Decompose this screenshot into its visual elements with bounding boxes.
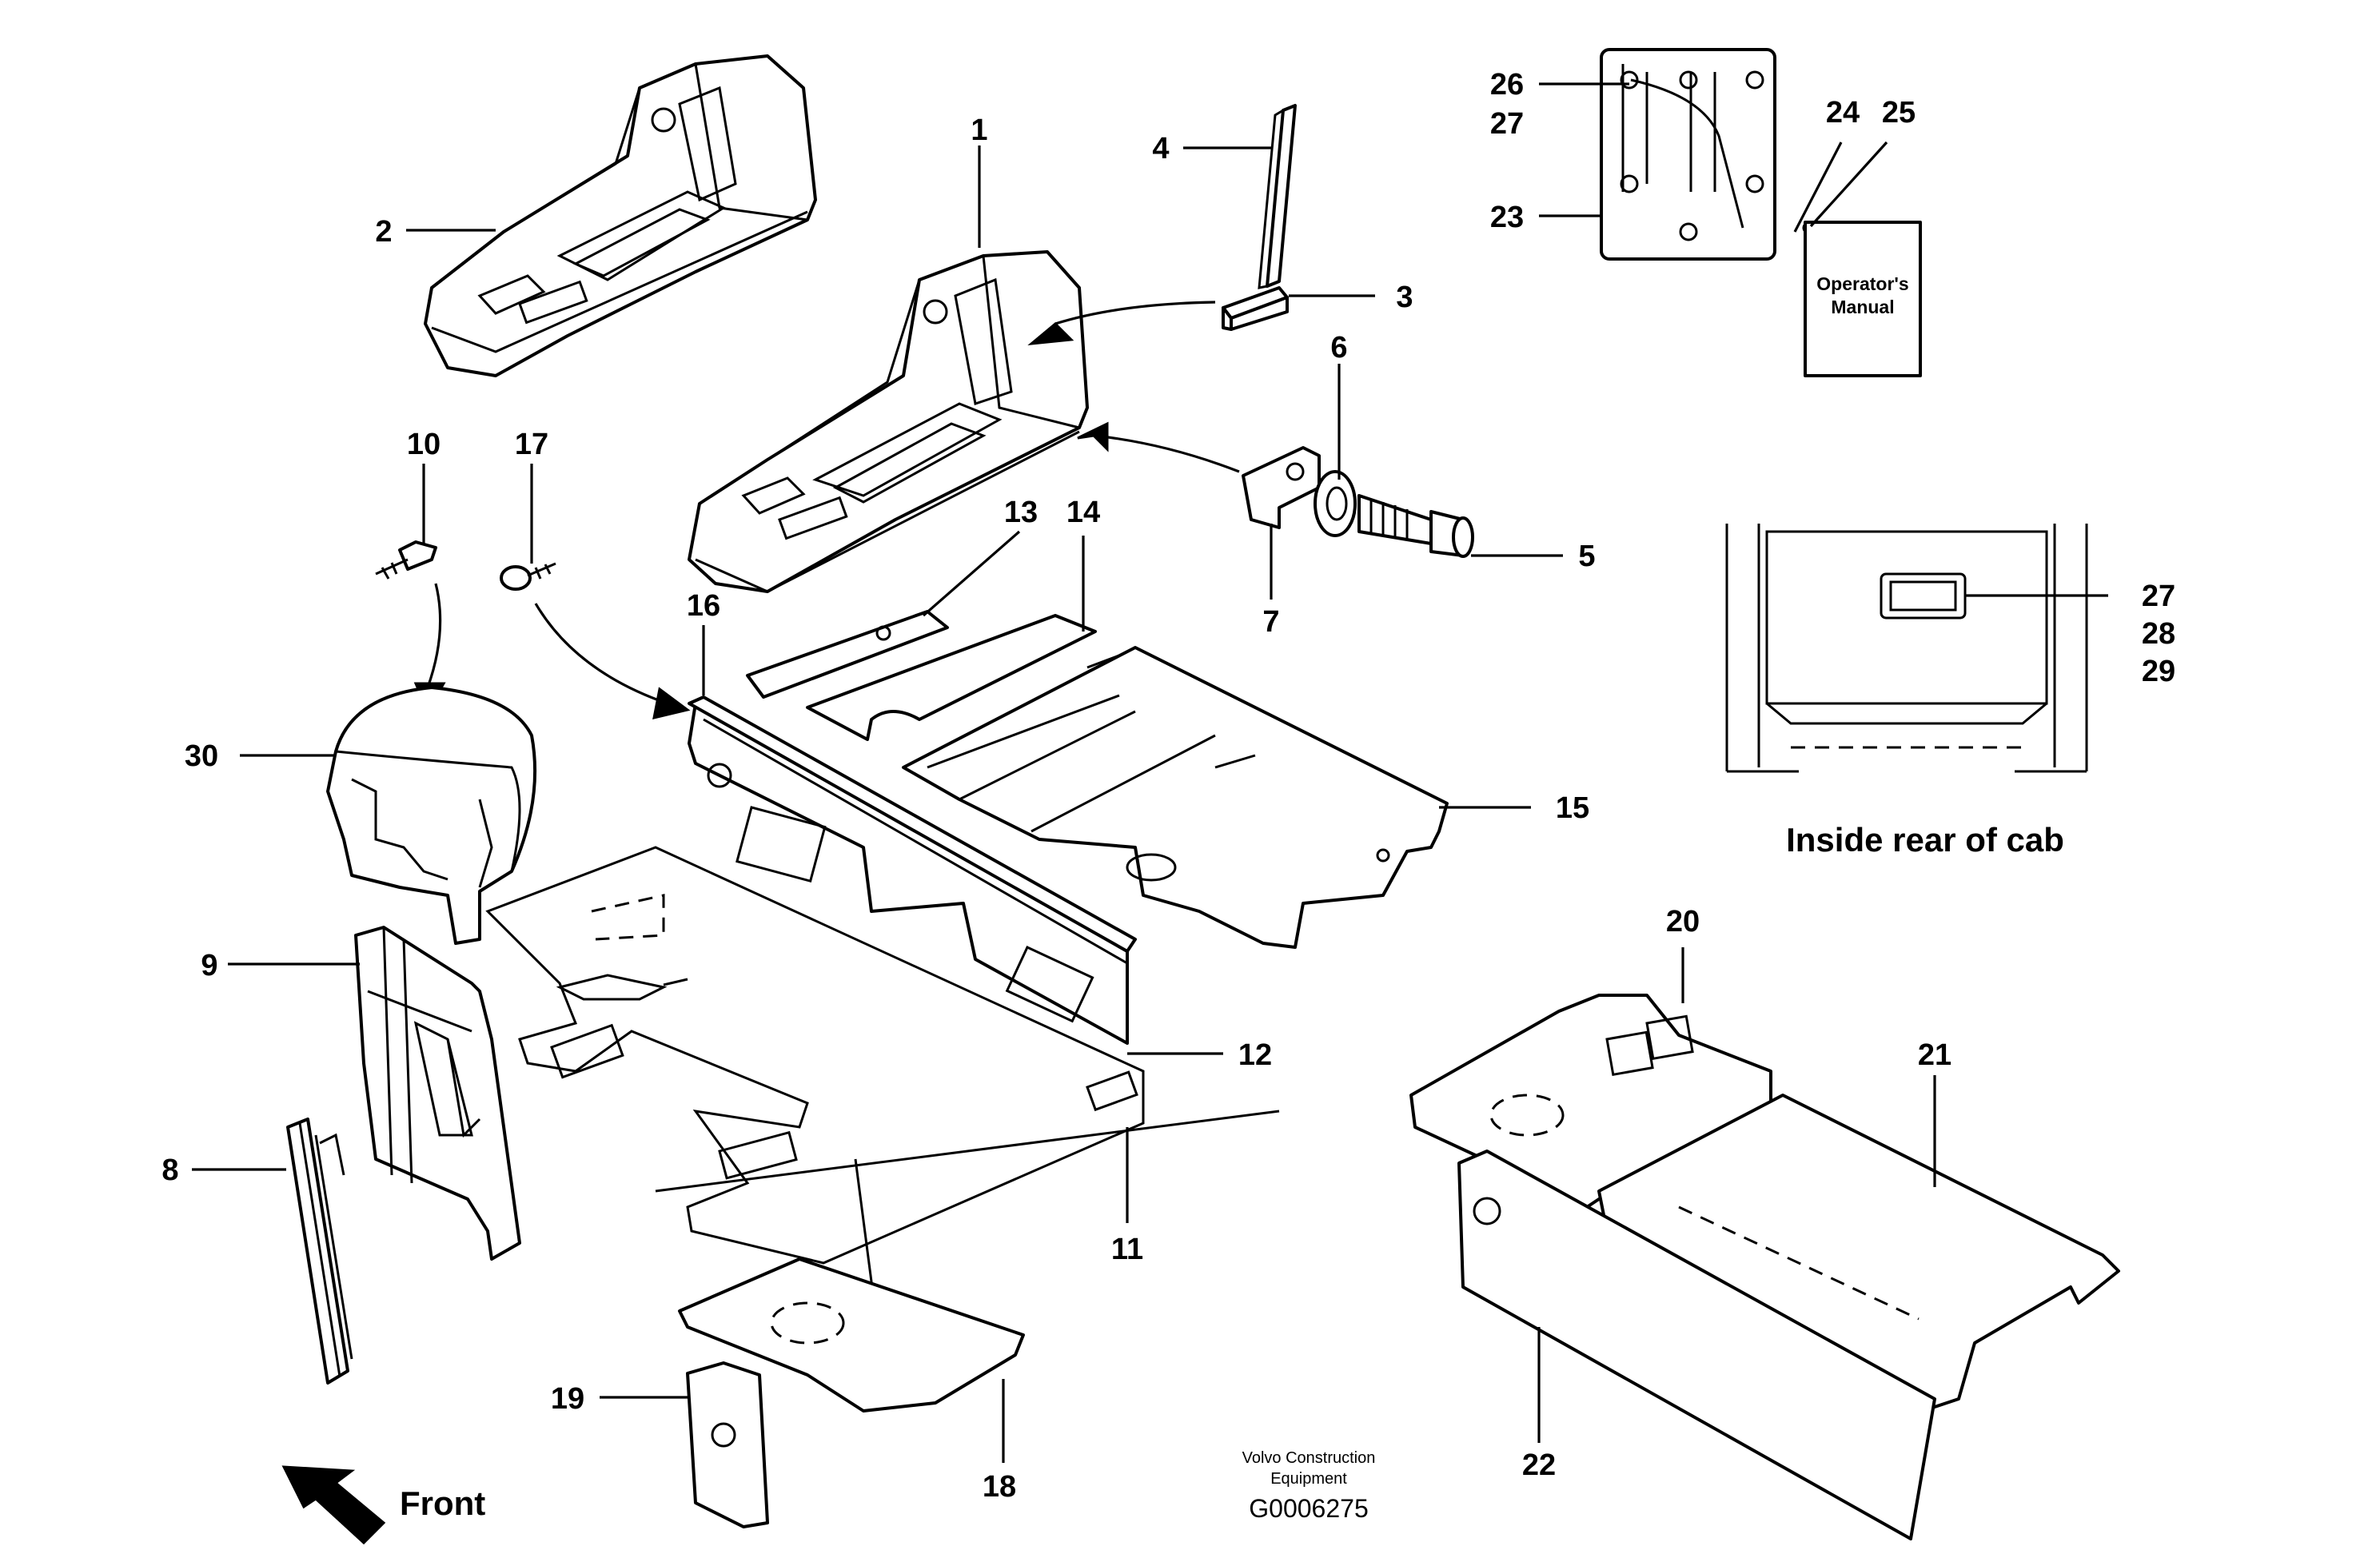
publisher-line2: Equipment (1270, 1470, 1347, 1488)
callout-24: 24 (1826, 96, 1860, 130)
part-22-box (1457, 1150, 1936, 1540)
callout-29: 29 (2142, 655, 2175, 688)
callout-27-inset: 27 (2142, 580, 2175, 613)
operators-manual: Operator's Manual (1804, 221, 1922, 377)
callout-8: 8 (161, 1154, 178, 1187)
callout-4: 4 (1152, 132, 1169, 165)
callout-12: 12 (1238, 1038, 1272, 1072)
part-17-screw (500, 562, 556, 591)
callout-2: 2 (375, 215, 392, 249)
part-10-screw (375, 540, 437, 580)
callout-labels: 1 2 3 4 5 6 7 8 9 10 11 12 13 14 15 16 1… (161, 68, 2175, 1504)
part-5-bolt (1357, 494, 1474, 558)
part-15-floor (902, 646, 1449, 949)
inset-rear-of-cab (1725, 524, 2088, 773)
part-3-block (1222, 286, 1289, 331)
callout-16: 16 (687, 589, 720, 623)
callout-5: 5 (1578, 540, 1595, 573)
front-label: Front (400, 1484, 485, 1522)
part-18-plate (678, 1257, 1025, 1413)
callout-22: 22 (1522, 1448, 1556, 1482)
callout-19: 19 (551, 1382, 584, 1416)
part-13-plate (746, 610, 949, 699)
callout-26: 26 (1490, 68, 1524, 102)
part-11-floor (485, 846, 1280, 1344)
callout-23: 23 (1490, 201, 1524, 234)
part-8-rail (286, 1118, 353, 1385)
callout-11: 11 (1111, 1233, 1143, 1266)
callout-1: 1 (971, 114, 987, 147)
inset-caption: Inside rear of cab (1786, 821, 2064, 859)
callout-17: 17 (515, 428, 548, 461)
part-16-strip (688, 695, 1137, 953)
manual-label-line2: Manual (1831, 297, 1894, 317)
callout-6: 6 (1330, 331, 1347, 365)
callout-3: 3 (1396, 281, 1413, 314)
part-19-block (686, 1361, 769, 1528)
callout-20: 20 (1666, 905, 1700, 938)
part-6-washer (1314, 470, 1357, 537)
part-7-clip (1242, 446, 1321, 529)
callout-30: 30 (185, 739, 218, 773)
front-arrow-icon (281, 1465, 386, 1545)
callout-28: 28 (2142, 617, 2175, 651)
part-4-strip (1258, 104, 1297, 289)
callout-18: 18 (983, 1470, 1016, 1504)
part-30-cover (326, 686, 537, 945)
callout-10: 10 (407, 428, 441, 461)
callout-7: 7 (1262, 605, 1279, 639)
callout-27-bracket: 27 (1490, 107, 1524, 141)
part-1-console (688, 250, 1089, 593)
manual-holder-bracket (1600, 48, 1815, 261)
part-2-console-cover (424, 54, 817, 377)
callout-9: 9 (201, 949, 217, 982)
callout-15: 15 (1556, 791, 1589, 825)
callout-21: 21 (1918, 1038, 1951, 1072)
callout-14: 14 (1066, 496, 1100, 529)
leader-lines (192, 82, 2108, 1463)
callout-25: 25 (1882, 96, 1916, 130)
publisher-line1: Volvo Construction (1242, 1449, 1376, 1467)
drawing-code: G0006275 (1249, 1494, 1368, 1523)
manual-label-line1: Operator's (1816, 273, 1908, 294)
callout-13: 13 (1004, 496, 1038, 529)
part-9-panel (354, 926, 521, 1261)
